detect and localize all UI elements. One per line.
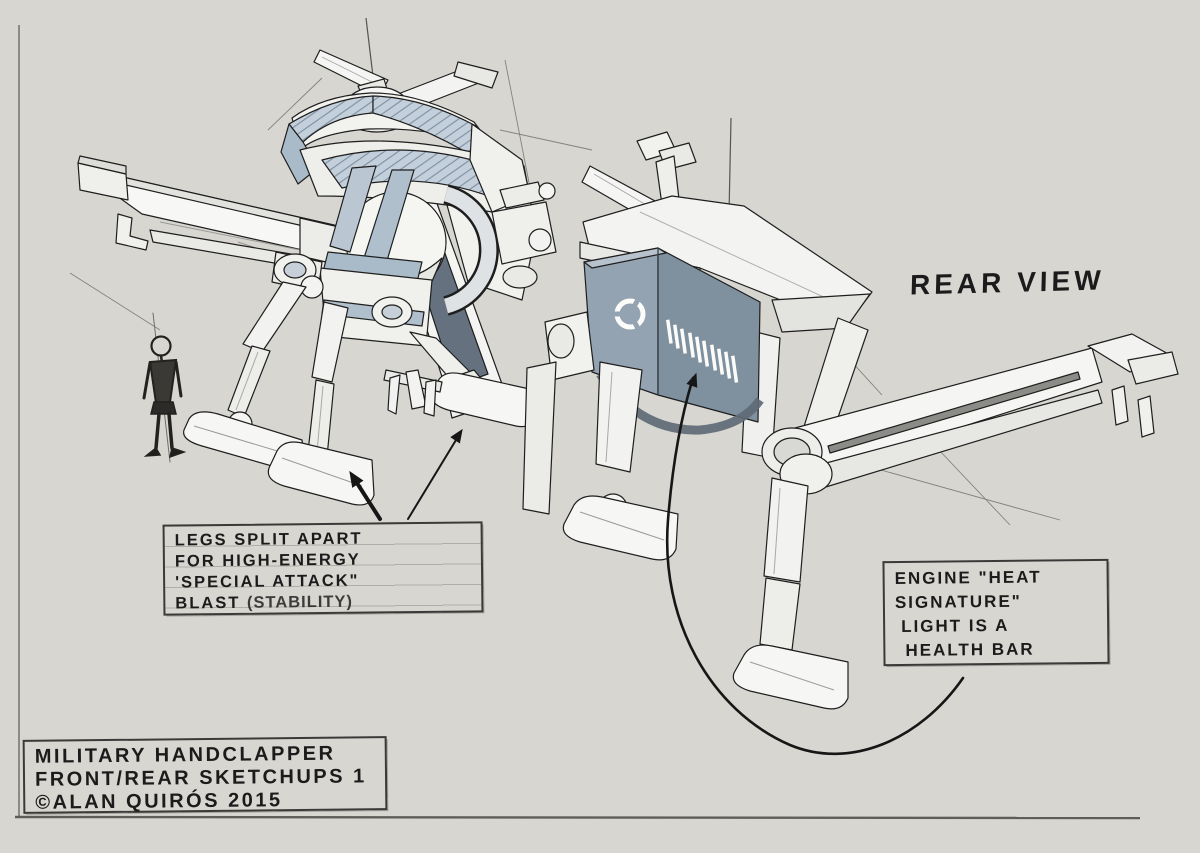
- front-robot-legs: [183, 281, 536, 506]
- engine-note-line: LIGHT IS A: [901, 615, 1010, 636]
- front-view-robot: [77, 17, 557, 506]
- front-robot-hips: [271, 251, 433, 347]
- frame-lines: [14, 25, 1141, 820]
- front-robot-right-arm: [491, 181, 557, 289]
- engine-annotation-box: ENGINE "HEAT SIGNATURE" LIGHT IS A HEALT…: [882, 558, 1110, 667]
- legs-note-blast: BLAST: [175, 593, 241, 613]
- legs-note-stability: (STABILITY): [246, 592, 354, 612]
- bottom-margin-line: [14, 815, 1141, 820]
- engine-annotation-curve: [665, 372, 965, 756]
- rear-robot-engine-panel: [583, 247, 764, 435]
- legs-annotation-box: LEGS SPLIT APART FOR HIGH-ENERGY 'SPECIA…: [162, 521, 484, 616]
- rear-view-label: REAR VIEW: [909, 264, 1106, 301]
- scale-figure: [142, 312, 187, 463]
- engine-note-line: ENGINE "HEAT: [894, 567, 1042, 589]
- construction-guide-lines: [69, 59, 1061, 526]
- title-line-2: FRONT/REAR SKETCHUPS 1: [34, 765, 367, 791]
- engine-note-line: HEALTH BAR: [905, 639, 1035, 660]
- legs-note-line: BLAST (STABILITY): [175, 590, 471, 614]
- title-block: MILITARY HANDCLAPPER FRONT/REAR SKETCHUP…: [22, 736, 388, 814]
- engine-emblem-icon: [610, 294, 646, 334]
- engine-note-line: SIGNATURE": [894, 591, 1022, 613]
- rear-view-robot: [522, 117, 1179, 710]
- leg-annotation-arrows: [349, 428, 463, 521]
- rear-robot-legs: [522, 311, 849, 710]
- title-line-3: ©ALAN QUIRÓS 2015: [35, 789, 283, 814]
- heat-signature-bars: [665, 319, 739, 383]
